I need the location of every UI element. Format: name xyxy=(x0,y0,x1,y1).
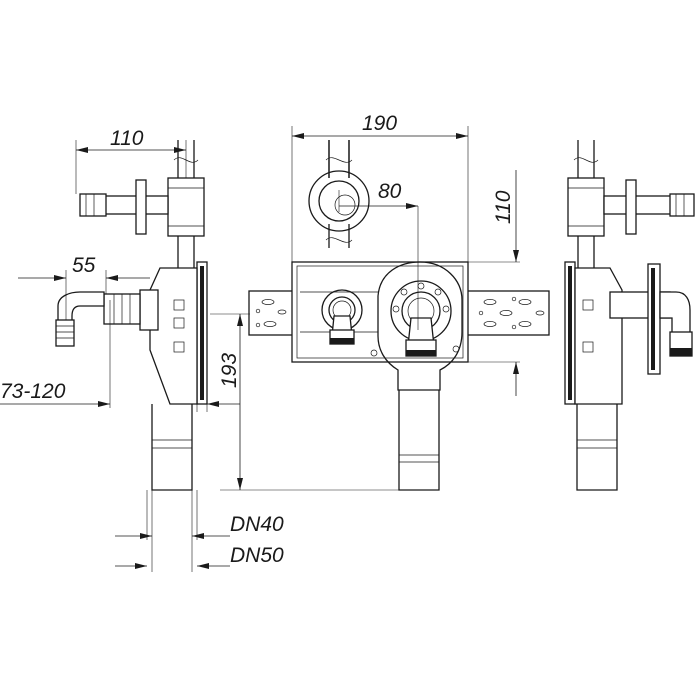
outlet-pipe-front xyxy=(398,390,440,491)
inlet-connector-left xyxy=(321,289,363,345)
dim-label-110-vertical: 110 xyxy=(492,190,515,224)
right-side-view xyxy=(564,140,695,491)
left-side-view xyxy=(55,140,208,491)
dim-label-dn40: DN40 xyxy=(230,513,284,536)
dim-label-73-120: 73-120 xyxy=(0,380,66,403)
dim-label-193: 193 xyxy=(218,353,241,388)
inlet-connector-right xyxy=(390,280,452,357)
dim-label-80: 80 xyxy=(378,180,402,203)
trap-body xyxy=(377,261,463,391)
dim-label-55: 55 xyxy=(72,254,96,277)
dim-label-190: 190 xyxy=(362,112,397,135)
dimension-lines xyxy=(0,126,520,572)
siphon-box xyxy=(291,261,469,363)
dim-label-110-depth: 110 xyxy=(110,127,144,150)
dim-label-dn50: DN50 xyxy=(230,544,284,567)
front-view xyxy=(248,140,550,491)
